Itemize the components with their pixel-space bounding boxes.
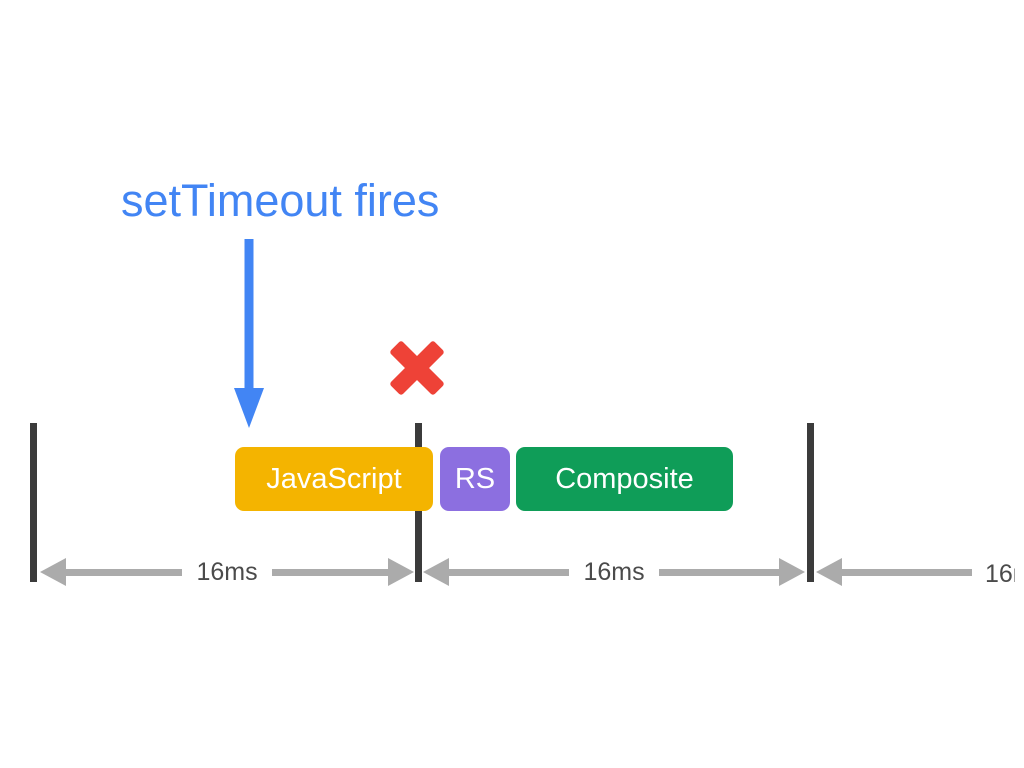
frame-duration-measure-1: 16ms bbox=[40, 557, 415, 586]
frame-duration-measure-2: 16ms bbox=[423, 557, 806, 586]
arrow-shaft bbox=[271, 568, 389, 576]
arrow-shaft bbox=[66, 568, 183, 576]
settimeout-arrow-down-icon bbox=[234, 239, 264, 428]
missed-frame-x-icon bbox=[390, 341, 444, 395]
frame-duration-measure-3 bbox=[816, 558, 972, 586]
arrow-shaft bbox=[658, 568, 780, 576]
arrowhead-left-icon bbox=[40, 558, 66, 586]
arrow-shaft bbox=[842, 568, 972, 576]
arrowhead-right-icon bbox=[388, 558, 415, 586]
arrowhead-right-icon bbox=[779, 558, 806, 586]
arrowhead-left-icon bbox=[816, 558, 842, 586]
frame-duration-label-3: 16ms bbox=[985, 560, 1015, 588]
frame-duration-label-1: 16ms bbox=[196, 557, 258, 586]
task-javascript: JavaScript bbox=[235, 447, 433, 511]
frame-duration-label-2: 16ms bbox=[583, 557, 645, 586]
settimeout-fires-label: setTimeout fires bbox=[121, 175, 440, 226]
arrowhead-left-icon bbox=[423, 558, 449, 586]
frame-boundary-tick-3 bbox=[807, 423, 814, 582]
task-composite: Composite bbox=[516, 447, 733, 511]
arrow-shaft bbox=[449, 568, 570, 576]
frame-boundary-tick-1 bbox=[30, 423, 37, 582]
task-recalculate-styles: RS bbox=[440, 447, 510, 511]
